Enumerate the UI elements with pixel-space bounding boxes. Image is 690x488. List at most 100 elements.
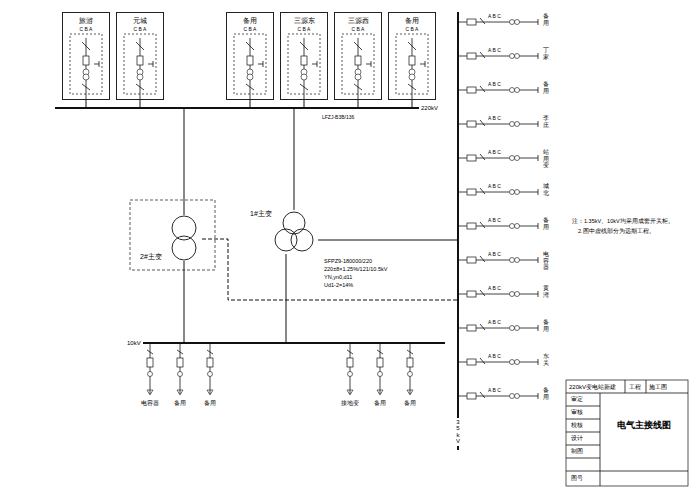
disconnector-symbol bbox=[377, 350, 383, 354]
ct-symbol bbox=[515, 224, 520, 229]
phase-label: A B C bbox=[488, 47, 501, 53]
ct-symbol bbox=[515, 122, 520, 127]
breaker-symbol bbox=[347, 358, 353, 367]
earth-switch bbox=[425, 61, 426, 67]
connector bbox=[86, 100, 87, 108]
disconnector-symbol bbox=[480, 18, 485, 24]
phase-label: A B C bbox=[488, 183, 501, 189]
bay-box: 元城C B A bbox=[116, 12, 164, 100]
cable-end bbox=[538, 121, 539, 127]
voltage-label: 35kV bbox=[455, 418, 461, 446]
ct-symbol bbox=[510, 224, 515, 229]
breaker-symbol bbox=[407, 358, 413, 367]
title-cell: 设计 bbox=[571, 435, 583, 442]
cable-end bbox=[407, 390, 413, 395]
disconnector-symbol bbox=[136, 42, 144, 50]
disconnector-symbol bbox=[347, 350, 353, 354]
title-cell: 制图 bbox=[571, 448, 583, 455]
ct-symbol bbox=[510, 292, 515, 297]
feeder-name: 接地变 bbox=[336, 400, 364, 407]
feeder-name: 备用 bbox=[196, 400, 224, 407]
breaker-symbol bbox=[467, 257, 476, 263]
voltage-label: 2#主变 bbox=[140, 253, 162, 261]
disconnector-symbol bbox=[480, 120, 485, 126]
title-cell: 工程 bbox=[629, 384, 641, 391]
connector bbox=[318, 240, 458, 241]
phase-label: C B A bbox=[406, 25, 419, 33]
connector bbox=[250, 100, 251, 108]
title-block bbox=[566, 380, 688, 486]
bay-box: 三源东C B A bbox=[280, 12, 328, 100]
ct-symbol bbox=[515, 292, 520, 297]
phase-label: A B C bbox=[488, 115, 501, 121]
table-line bbox=[566, 432, 600, 433]
feeder-name: 备用 bbox=[543, 319, 549, 332]
feeder-name: 东关 bbox=[543, 353, 549, 366]
disconnector-symbol bbox=[207, 350, 213, 354]
busbar: 35kV bbox=[451, 12, 465, 450]
table-line bbox=[566, 471, 688, 472]
ct-symbol bbox=[378, 372, 383, 377]
feeder-name: 备用 bbox=[543, 217, 549, 230]
ct-symbol bbox=[510, 20, 515, 25]
disconnector-symbol bbox=[408, 84, 416, 90]
breaker-symbol bbox=[147, 358, 153, 367]
breaker-symbol bbox=[467, 121, 476, 127]
phase-label: C B A bbox=[244, 25, 257, 33]
breaker-symbol bbox=[207, 358, 213, 367]
connector bbox=[358, 100, 359, 108]
cable-end bbox=[538, 155, 539, 161]
breaker-symbol bbox=[409, 56, 415, 65]
bay-box: 三源西C B A bbox=[334, 12, 382, 100]
cable-end bbox=[377, 390, 383, 395]
cable-end bbox=[538, 325, 539, 331]
disconnector-symbol bbox=[246, 42, 254, 50]
busbar-line bbox=[457, 12, 459, 450]
table-line bbox=[566, 419, 600, 420]
earth-switch bbox=[94, 64, 99, 65]
ct-symbol bbox=[515, 190, 520, 195]
cable-end bbox=[538, 223, 539, 229]
ct-symbol bbox=[247, 74, 253, 80]
busbar-line bbox=[125, 342, 445, 344]
breaker-symbol bbox=[467, 223, 476, 229]
disconnector-symbol bbox=[480, 324, 485, 330]
ct-symbol bbox=[510, 258, 515, 263]
bay-name: 备用 bbox=[243, 16, 257, 25]
breaker-symbol bbox=[467, 359, 476, 365]
phase-label: A B C bbox=[488, 251, 501, 257]
disconnector-symbol bbox=[407, 350, 413, 354]
transformer-spec: SFPZ9-180000/220 bbox=[324, 258, 372, 265]
drawing-title: 电气主接线图 bbox=[600, 420, 688, 431]
winding-circle bbox=[172, 236, 196, 260]
busbar: 220kV bbox=[55, 104, 440, 112]
cable-end bbox=[207, 390, 213, 395]
table-line bbox=[625, 380, 626, 393]
table-line bbox=[566, 406, 600, 407]
phase-label: A B C bbox=[488, 217, 501, 223]
earth-switch bbox=[263, 61, 264, 67]
disconnector-symbol bbox=[480, 52, 485, 58]
disconnector-symbol bbox=[82, 42, 90, 50]
disconnector-symbol bbox=[480, 86, 485, 92]
disconnector-symbol bbox=[300, 42, 308, 50]
ct-symbol bbox=[515, 88, 520, 93]
ct-symbol bbox=[510, 122, 515, 127]
ct-symbol bbox=[348, 372, 353, 377]
disconnector-symbol bbox=[300, 84, 308, 90]
title-cell: 审核 bbox=[571, 409, 583, 416]
phase-label: C B A bbox=[80, 25, 93, 33]
bay-box: 旅游C B A bbox=[62, 12, 110, 100]
ct-symbol bbox=[515, 54, 520, 59]
table-line bbox=[566, 458, 600, 459]
disconnector-symbol bbox=[480, 188, 485, 194]
ct-symbol bbox=[409, 74, 415, 80]
feeder-name: 备用 bbox=[543, 81, 549, 94]
earth-switch bbox=[258, 64, 263, 65]
transformer-symbol: 1#主变 bbox=[250, 210, 318, 254]
ct-symbol bbox=[355, 74, 361, 80]
winding-circle bbox=[283, 212, 305, 234]
busbar-line bbox=[55, 107, 440, 109]
feeder-name: 李庄 bbox=[543, 115, 549, 128]
